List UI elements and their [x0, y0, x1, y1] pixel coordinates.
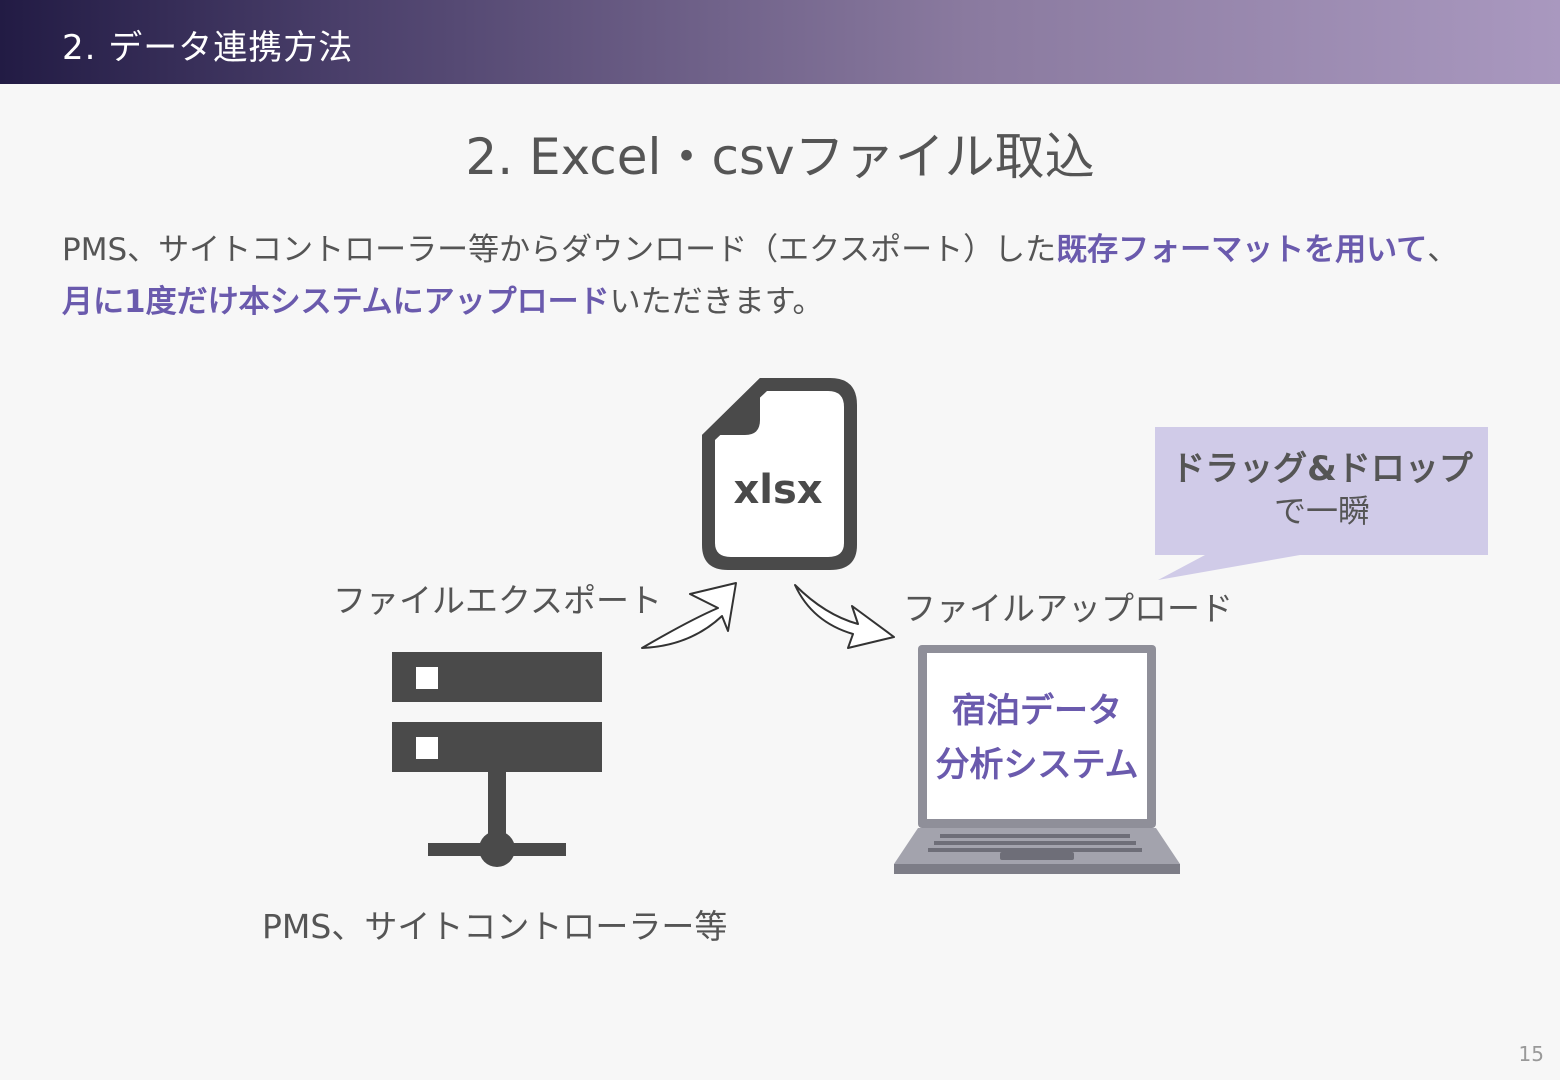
screen-line-2: 分析システム: [935, 745, 1139, 785]
lead-text: PMS、サイトコントローラー等からダウンロード（エクスポート）した: [62, 232, 1057, 268]
laptop-icon: [894, 645, 1180, 874]
callout-bubble: [1155, 427, 1488, 580]
callout-text: ドラッグ&ドロップ で一瞬: [1156, 448, 1488, 532]
file-icon: xlsx: [702, 378, 857, 570]
arrow-down-right-icon: [794, 584, 895, 649]
lead-text: 、: [1427, 232, 1459, 268]
upload-label: ファイルアップロード: [903, 589, 1233, 628]
export-label: ファイルエクスポート: [333, 581, 663, 620]
lead-highlight: 既存フォーマットを用いて: [1056, 232, 1428, 268]
lead-paragraph: PMS、サイトコントローラー等からダウンロード（エクスポート）した既存フォーマッ…: [62, 224, 1532, 328]
screen-line-1: 宿泊データ: [952, 691, 1122, 731]
server-icon: [392, 652, 602, 867]
section-title: 2. データ連携方法: [62, 28, 354, 68]
slide-title: 2. Excel・csvファイル取込: [465, 128, 1095, 186]
page-number: 15: [1518, 1042, 1544, 1066]
laptop-screen-text: 宿泊データ 分析システム: [928, 684, 1146, 792]
source-system-label: PMS、サイトコントローラー等: [262, 907, 728, 946]
file-type-label: xlsx: [733, 467, 822, 513]
lead-text: いただきます。: [609, 284, 824, 320]
header-bar: [0, 0, 1560, 84]
callout-line-1: ドラッグ&ドロップ: [1171, 449, 1473, 489]
callout-line-2: で一瞬: [1273, 492, 1370, 530]
lead-highlight: 月に1度だけ本システムにアップロード: [62, 284, 610, 320]
arrow-up-right-icon: [641, 582, 737, 649]
